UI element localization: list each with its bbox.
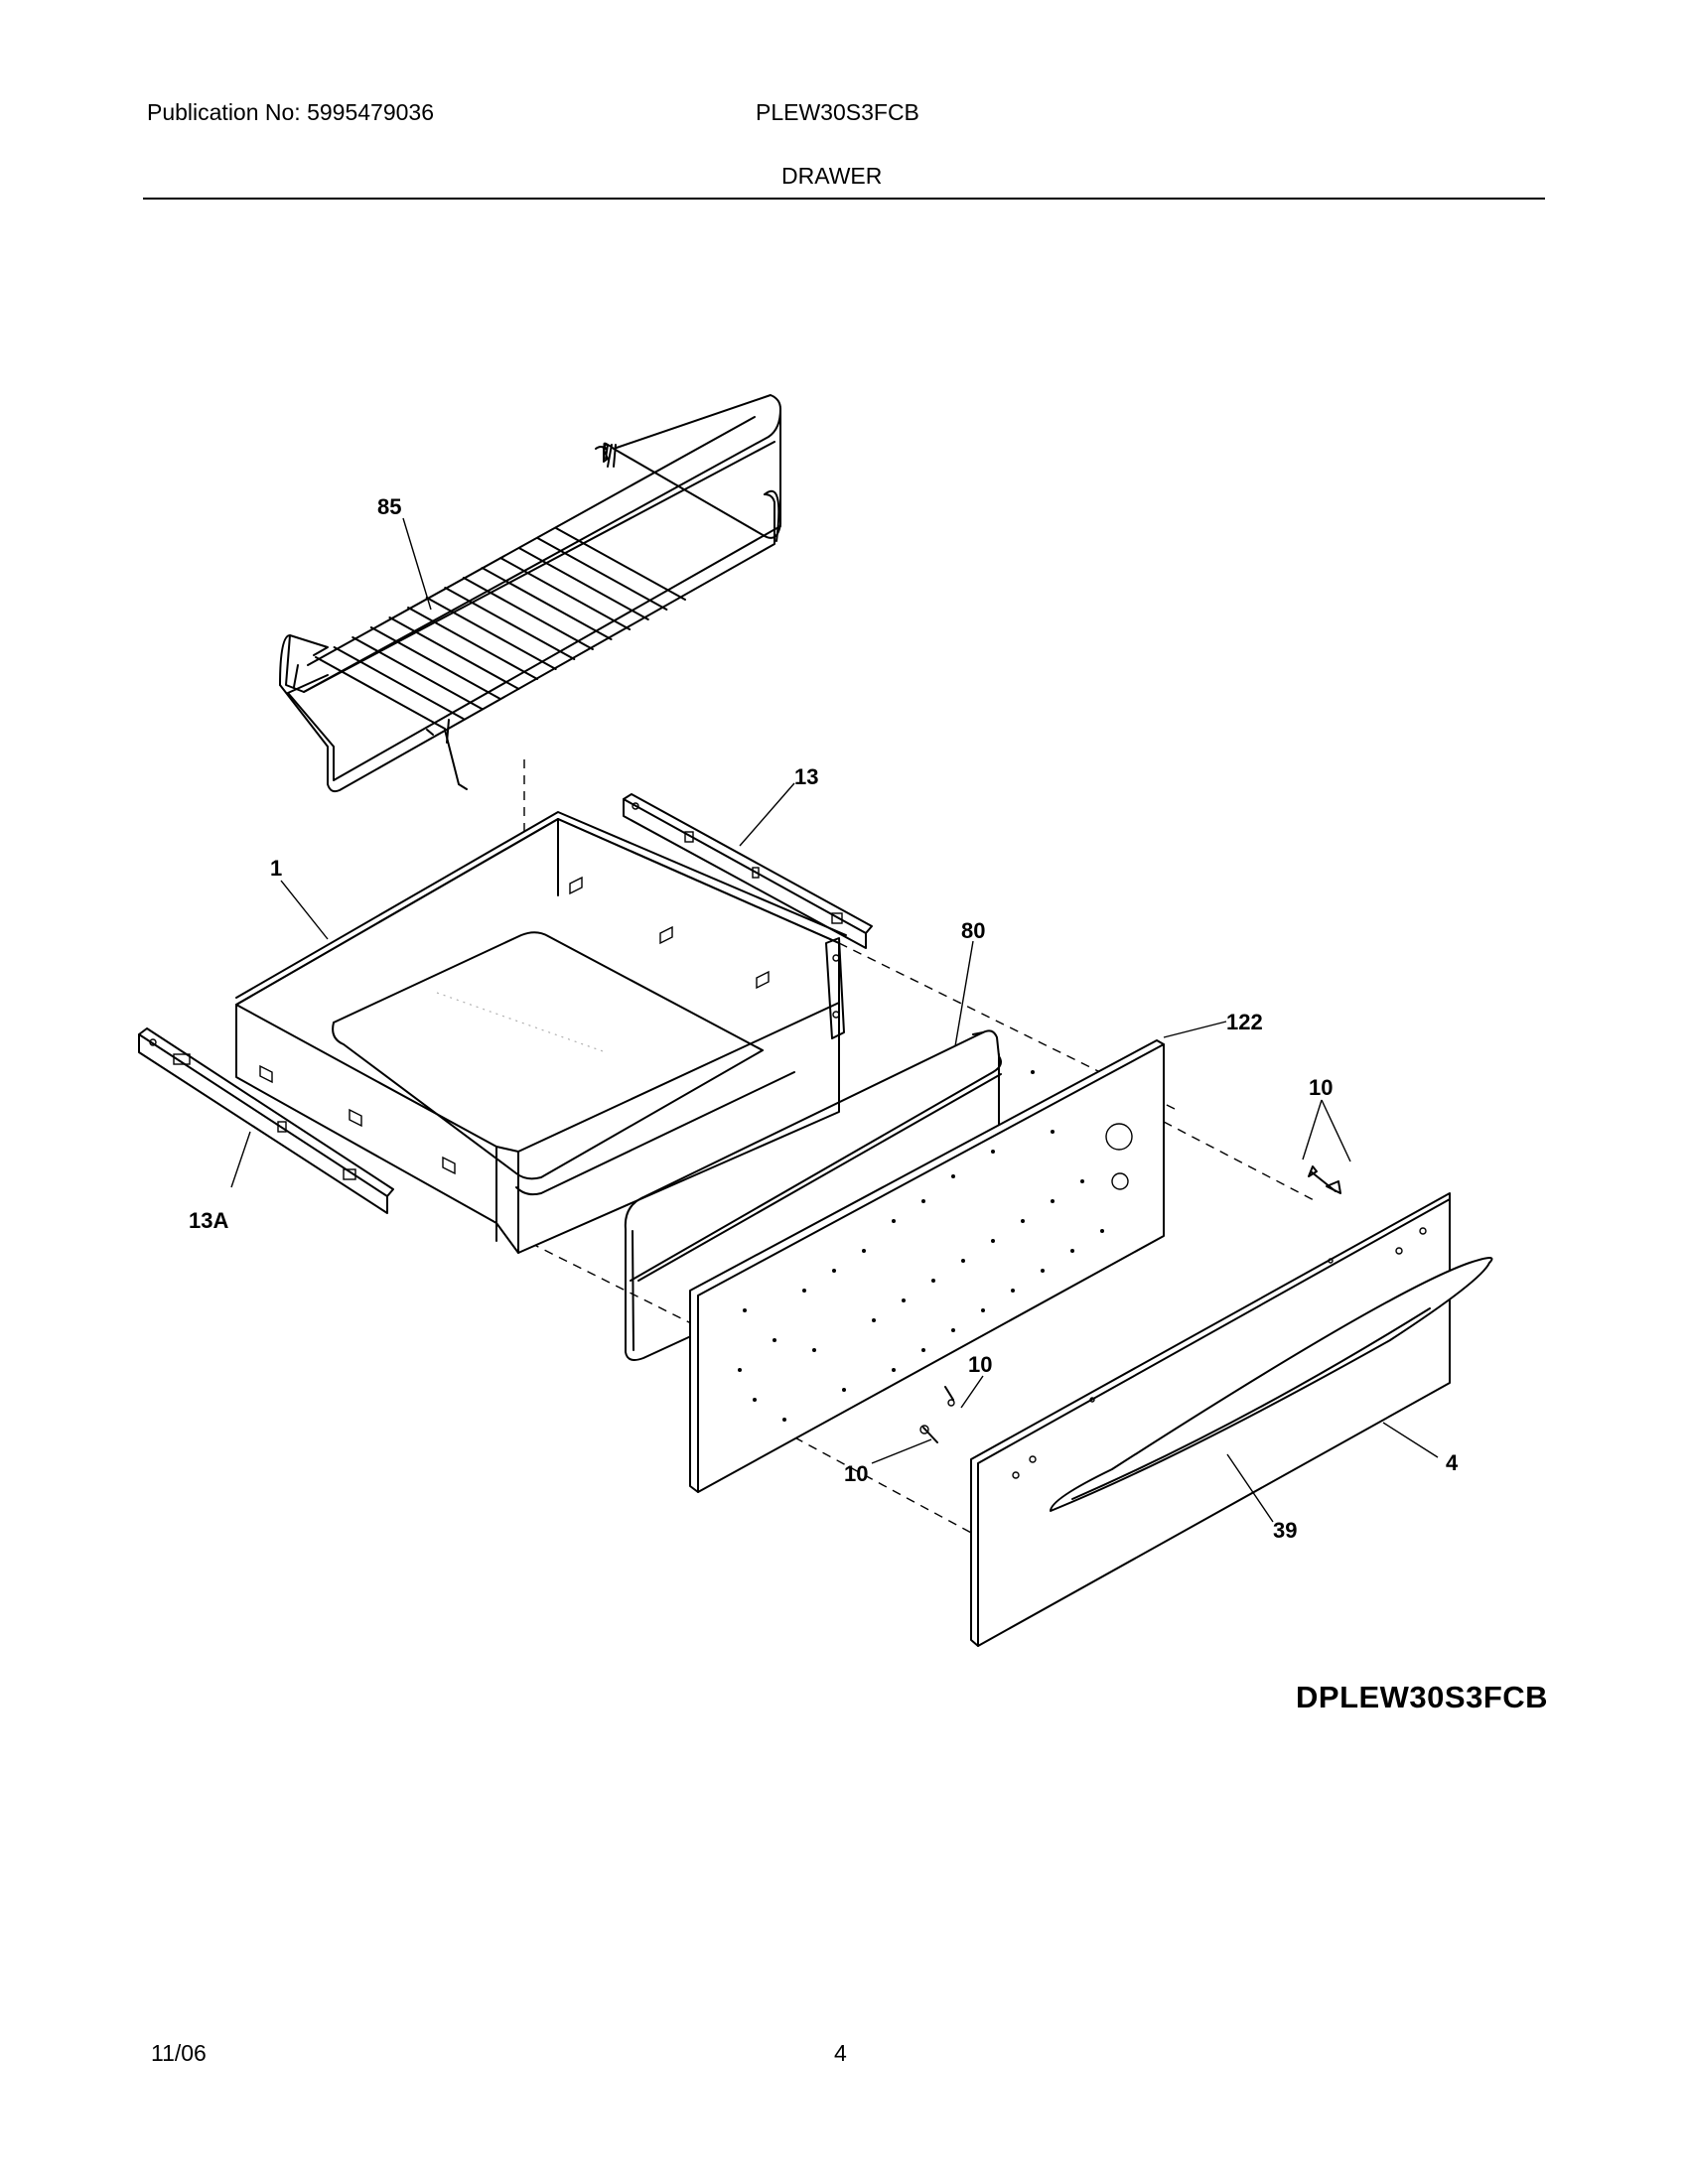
callout-13: 13 xyxy=(794,764,818,789)
panel-hole xyxy=(773,1338,776,1342)
publication-number: Publication No: 5995479036 xyxy=(147,99,435,125)
panel-hole xyxy=(902,1298,906,1302)
callout-80: 80 xyxy=(961,918,985,943)
panel-hole xyxy=(812,1348,816,1352)
rack-wire xyxy=(315,656,446,730)
panel-hole xyxy=(921,1348,925,1352)
panel-hole xyxy=(892,1368,896,1372)
model-number: PLEW30S3FCB xyxy=(756,99,919,125)
panel-hole xyxy=(981,1308,985,1312)
footer-date: 11/06 xyxy=(151,2040,207,2066)
rack-wire xyxy=(444,587,576,660)
rack-wire xyxy=(462,577,594,650)
rack-wire xyxy=(388,616,520,690)
drawer-body xyxy=(235,811,847,1254)
rack-wire xyxy=(333,646,465,720)
panel-hole xyxy=(892,1219,896,1223)
inner-door-panel xyxy=(689,1039,1165,1493)
panel-hole xyxy=(951,1328,955,1332)
rack-wire xyxy=(352,636,484,710)
rack-wires xyxy=(315,527,686,730)
panel-hole xyxy=(842,1388,846,1392)
rack-wire xyxy=(517,547,649,620)
panel-hole xyxy=(991,1239,995,1243)
rack-wire xyxy=(499,557,632,630)
panel-hole xyxy=(802,1289,806,1293)
rack-wire xyxy=(536,537,668,611)
right-slide-rail xyxy=(623,793,873,949)
panel-hole xyxy=(1021,1219,1025,1223)
panel-hole xyxy=(872,1318,876,1322)
oven-rack xyxy=(279,394,781,793)
left-slide-rail xyxy=(138,1027,394,1214)
callout-85: 85 xyxy=(377,494,401,519)
panel-hole xyxy=(931,1279,935,1283)
rack-wire xyxy=(555,527,686,601)
door-gasket xyxy=(624,1029,1002,1361)
panel-hole xyxy=(1041,1269,1045,1273)
panel-hole xyxy=(753,1398,757,1402)
leader-lines xyxy=(230,517,1439,1523)
callout-10-mid: 10 xyxy=(968,1352,992,1377)
callout-10-lower: 10 xyxy=(844,1461,868,1486)
callout-122: 122 xyxy=(1226,1010,1263,1034)
diagram-reference-code: DPLEW30S3FCB xyxy=(1296,1680,1549,1714)
rack-wire xyxy=(407,607,539,680)
panel-hole xyxy=(1031,1070,1035,1074)
panel-hole xyxy=(738,1368,742,1372)
panel-hole xyxy=(1011,1289,1015,1293)
callout-4: 4 xyxy=(1446,1450,1459,1475)
screw-mid xyxy=(944,1386,955,1407)
rack-wire xyxy=(369,626,501,700)
panel-hole xyxy=(743,1308,747,1312)
panel-hole xyxy=(1080,1179,1084,1183)
header-rule xyxy=(143,198,1545,200)
panel-hole xyxy=(961,1259,965,1263)
panel-hole xyxy=(1070,1249,1074,1253)
panel-hole xyxy=(1100,1229,1104,1233)
panel-holes xyxy=(738,1070,1104,1422)
screw-upper xyxy=(1308,1165,1341,1194)
panel-hole xyxy=(951,1174,955,1178)
panel-hole xyxy=(1051,1130,1055,1134)
panel-hole xyxy=(832,1269,836,1273)
panel-hole xyxy=(782,1418,786,1422)
rack-wire xyxy=(481,567,613,640)
section-title: DRAWER xyxy=(781,163,883,189)
screw-lower xyxy=(919,1425,938,1443)
page-number: 4 xyxy=(834,2040,847,2066)
callout-13a: 13A xyxy=(189,1208,228,1233)
panel-hole xyxy=(921,1199,925,1203)
panel-hole xyxy=(1051,1199,1055,1203)
drawer-handle xyxy=(1050,1257,1493,1512)
callout-1: 1 xyxy=(270,856,282,881)
callout-39: 39 xyxy=(1273,1518,1297,1543)
panel-hole xyxy=(862,1249,866,1253)
rack-wire xyxy=(425,597,557,670)
panel-hole xyxy=(991,1150,995,1154)
callout-10-upper: 10 xyxy=(1309,1075,1333,1100)
